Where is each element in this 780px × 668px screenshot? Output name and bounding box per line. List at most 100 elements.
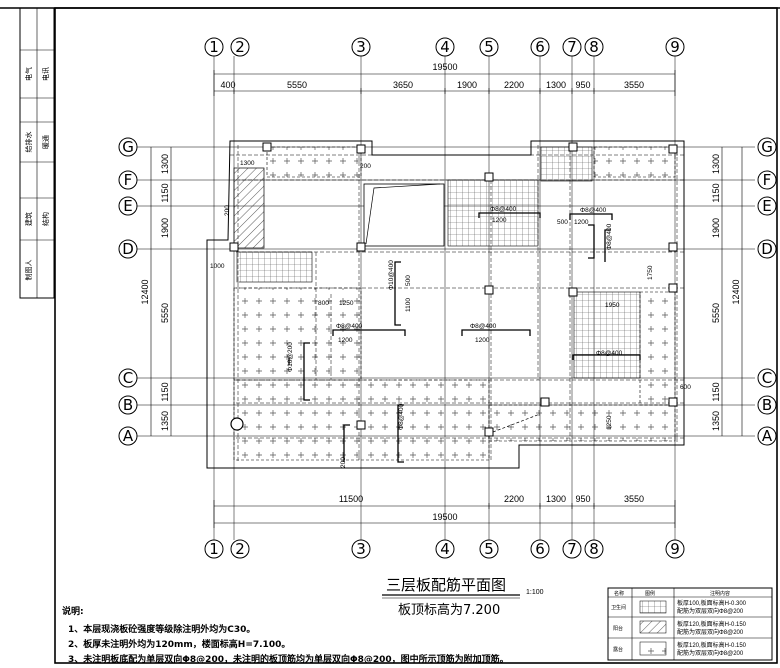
- axis-right-D: D: [761, 240, 773, 258]
- dim-right-seg-1: 1300: [711, 154, 721, 174]
- dim-left-seg-4: 5550: [160, 303, 170, 323]
- axis-top-7: 7: [567, 38, 577, 56]
- legend-grid-swatch: [639, 600, 667, 614]
- axis-bottom-8: 8: [589, 540, 599, 558]
- local-dim-1300: 1300: [240, 160, 255, 167]
- title-block: 电气 电讯 给排水 暖通 建筑 结构 制图人: [19, 7, 55, 299]
- tb-structure: 结构: [41, 212, 50, 226]
- legend-header-name: 名称: [614, 590, 624, 597]
- stair-opening: [363, 183, 445, 247]
- axis-left-G: G: [122, 138, 134, 156]
- top-axis-bubbles: 1 2 3 4 5 6 7 8 9: [204, 37, 685, 57]
- legend-row3-text2: 配筋为双层双向Φ8@200: [677, 649, 744, 657]
- rebar-label-6b: 1200: [574, 219, 589, 226]
- axis-bottom-2: 2: [235, 540, 245, 558]
- axis-left-C: C: [123, 369, 133, 387]
- legend-header-content: 注明内容: [710, 590, 730, 597]
- axis-bottom-1: 1: [209, 540, 219, 558]
- axis-bottom-4: 4: [440, 540, 450, 558]
- tb-architecture: 建筑: [24, 212, 33, 226]
- dim-top-seg-7: 950: [575, 80, 590, 90]
- terrace-hatch-bottom-right: [488, 404, 676, 442]
- toilet-grid-3: [236, 251, 313, 283]
- local-dim-1950: 1950: [605, 302, 620, 309]
- dim-bottom-total: 19500: [432, 512, 457, 522]
- rebar-label-2: Φ10@400: [388, 260, 395, 290]
- local-dim-1250b: 1250: [606, 415, 613, 430]
- axis-top-3: 3: [356, 38, 366, 56]
- rebar-label-5: Φ10@200: [287, 342, 294, 372]
- terrace-hatch-bottom: [233, 379, 490, 461]
- corner-marker: [230, 417, 244, 431]
- dim-right-seg-4: 5550: [711, 303, 721, 323]
- axis-top-9: 9: [670, 38, 680, 56]
- axis-left-F: F: [124, 171, 133, 189]
- axis-right-A: A: [762, 427, 773, 445]
- axis-bottom-3: 3: [356, 540, 366, 558]
- dim-top-seg-6: 1300: [546, 80, 566, 90]
- axis-right-F: F: [763, 171, 772, 189]
- legend-row2-text2: 配筋为双层双向Φ8@200: [677, 628, 744, 636]
- rebar-labels: Φ8@400 1200 Φ10@400 1100 500 Φ8@400 1200…: [287, 206, 623, 430]
- axis-top-2: 2: [235, 38, 245, 56]
- dim-bottom-seg-4: 950: [575, 494, 590, 504]
- drawing-scale: 1:100: [526, 589, 544, 596]
- axis-right-E: E: [762, 197, 771, 215]
- dim-left-seg-1: 1300: [160, 154, 170, 174]
- terrace-hatch-top-right: [593, 146, 676, 178]
- rebar-label-9: Φ8@400: [606, 223, 613, 250]
- dim-top-seg-2: 5550: [287, 80, 307, 90]
- dim-top-seg-1: 400: [220, 80, 235, 90]
- legend-table: 名称 图例 注明内容 卫生间 板厚100,板面标高H-0.300 配筋为双层双向…: [607, 587, 773, 661]
- terrace-hatch-top-left: [266, 146, 362, 178]
- dim-top-seg-4: 1900: [457, 80, 477, 90]
- balcony-diag: [233, 167, 265, 249]
- axis-bottom-6: 6: [535, 540, 545, 558]
- legend-row3-name: 露台: [613, 646, 623, 653]
- dim-right-seg-6: 1350: [711, 411, 721, 431]
- terrace-hatch-left: [233, 287, 362, 381]
- tb-electrical: 电气: [24, 67, 33, 81]
- terrace-slope-line: [492, 413, 541, 433]
- axis-bottom-9: 9: [670, 540, 680, 558]
- dim-bottom-seg-1: 11500: [339, 494, 363, 504]
- legend-row3-text1: 板厚120,板面标高H-0.150: [677, 641, 747, 649]
- axis-right-B: B: [762, 396, 772, 414]
- legend-row2-text1: 板厚120,板面标高H-0.150: [677, 620, 747, 628]
- dim-left-total: 12400: [140, 279, 150, 304]
- axis-top-1: 1: [209, 38, 219, 56]
- legend-row1-name: 卫生间: [611, 604, 626, 611]
- local-dim-200a: 200: [360, 163, 371, 170]
- drawing-subtitle: 板顶标高为7.200: [398, 602, 500, 618]
- local-dim-1000: 1000: [210, 263, 225, 270]
- right-axis-bubbles: G F E D C B A: [757, 137, 777, 446]
- notes-heading: 说明:: [62, 605, 84, 617]
- local-dim-1250a: 1250: [339, 300, 354, 307]
- legend-row1-text2: 配筋为双层双向Φ8@200: [677, 607, 744, 615]
- axis-left-B: B: [123, 396, 133, 414]
- dim-right-seg-2: 1150: [711, 183, 721, 202]
- columns: [229, 142, 678, 437]
- legend-cross-swatch: [639, 641, 667, 656]
- rebar-label-1b: 1200: [338, 337, 353, 344]
- dim-top-seg-3: 3650: [393, 80, 413, 90]
- local-dim-600: 600: [680, 384, 691, 391]
- axis-bottom-5: 5: [484, 540, 494, 558]
- note-3: 3、未注明板底配为单层双向Φ8@200，未注明的板顶筋均为单层双向Φ8@200，…: [68, 653, 509, 665]
- tb-hvac: 暖通: [41, 135, 50, 149]
- dim-bottom-seg-2: 2200: [504, 494, 524, 504]
- legend-header-symbol: 图例: [645, 590, 655, 597]
- dim-right-total: 12400: [731, 279, 741, 304]
- tb-telecom: 电讯: [41, 67, 50, 81]
- left-axis-bubbles: G F E D C B A: [118, 137, 138, 446]
- rebar-label-6: Φ8@400: [580, 207, 607, 214]
- dim-top-total: 19500: [432, 62, 457, 72]
- axis-bottom-7: 7: [567, 540, 577, 558]
- rebar-label-3b: 1200: [475, 337, 490, 344]
- dim-top-seg-5: 2200: [504, 80, 524, 90]
- axis-left-D: D: [122, 240, 134, 258]
- dim-left-seg-5: 1150: [160, 382, 170, 401]
- axis-right-C: C: [762, 369, 772, 387]
- local-dim-200c: 200: [340, 457, 347, 468]
